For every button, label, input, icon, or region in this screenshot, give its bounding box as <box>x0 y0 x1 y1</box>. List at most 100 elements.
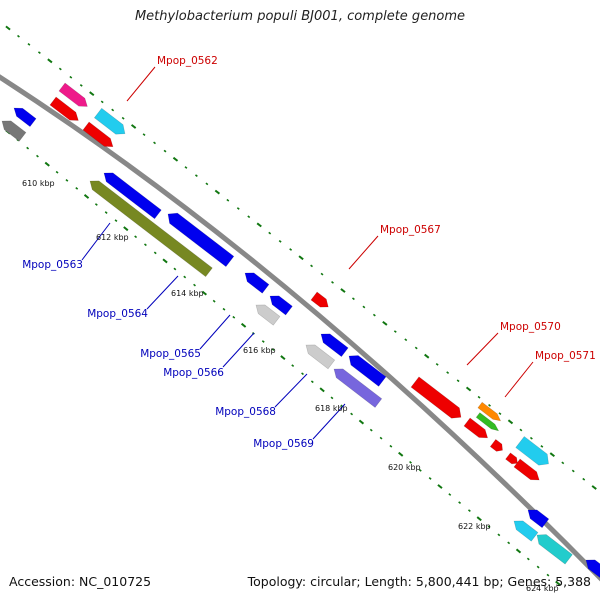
tick-mark-inner <box>232 315 236 319</box>
tick-mark-inner <box>173 267 177 271</box>
tick-mark-outer <box>194 174 198 178</box>
tick-mark-outer <box>540 445 544 448</box>
tick-mark-outer <box>591 485 597 490</box>
leader-line-mpop_0571 <box>504 361 534 398</box>
tick-mark-outer <box>47 58 53 64</box>
tick-mark-outer <box>111 108 115 112</box>
gene-forward-arrow <box>58 82 88 107</box>
tick-mark-inner <box>418 468 422 472</box>
tick-mark-outer <box>58 67 62 71</box>
tick-mark-inner <box>428 477 432 480</box>
tick-mark-inner <box>358 419 365 425</box>
tick-mark-inner <box>389 444 393 448</box>
tick-mark-inner <box>44 161 50 167</box>
tick-mark-inner <box>193 283 196 287</box>
tick-mark-outer <box>549 452 555 458</box>
tick-mark-inner <box>467 509 471 513</box>
tick-mark-inner <box>379 436 383 440</box>
gene-reverse-arrow <box>244 272 270 294</box>
gene-forward-arrow <box>477 401 502 422</box>
gene-label-mpop_0566: Mpop_0566 <box>163 367 224 379</box>
tick-mark-inner <box>123 226 129 232</box>
tick-mark-outer <box>456 379 460 383</box>
gene-features <box>1 82 600 580</box>
genome-backbone <box>0 74 600 582</box>
gene-label-mpop_0564: Mpop_0564 <box>87 308 148 320</box>
gene-forward-arrow <box>515 436 549 466</box>
tick-mark-outer <box>298 255 304 261</box>
gene-reverse-arrow <box>527 509 550 529</box>
tick-mark-outer <box>289 248 293 251</box>
tick-mark-outer <box>89 91 95 97</box>
tick-mark-inner <box>83 194 90 199</box>
tick-mark-inner <box>65 178 69 182</box>
gene-label-mpop_0570: Mpop_0570 <box>500 321 561 333</box>
tick-mark-outer <box>465 386 472 392</box>
tick-mark-inner <box>398 451 404 457</box>
leader-line-mpop_0564 <box>146 275 179 310</box>
tick-mark-outer <box>372 313 376 317</box>
tick-mark-outer <box>498 412 502 415</box>
tick-mark-inner <box>497 533 501 537</box>
gene-reverse-arrow <box>585 559 600 580</box>
tick-mark-outer <box>142 133 146 137</box>
tick-mark-outer <box>519 428 523 432</box>
tick-mark-inner <box>212 299 216 303</box>
tick-mark-outer <box>414 346 418 350</box>
tick-mark-outer <box>331 280 334 284</box>
gene-reverse-arrow <box>167 212 235 268</box>
tick-mark-outer <box>236 207 240 210</box>
tick-mark-outer <box>582 477 586 481</box>
tick-mark-inner <box>310 380 314 384</box>
tick-mark-outer <box>214 189 221 195</box>
tick-mark-outer <box>424 353 430 359</box>
tick-mark-outer <box>477 395 481 399</box>
tick-mark-inner <box>526 557 530 561</box>
gene-reverse-arrow <box>333 368 383 408</box>
gene-reverse-arrow <box>513 520 539 542</box>
tick-mark-outer <box>256 222 262 228</box>
tick-mark-outer <box>100 100 104 104</box>
tick-mark-inner <box>458 501 462 504</box>
leader-line-mpop_0566 <box>222 332 255 368</box>
tick-mark-outer <box>205 182 209 186</box>
tick-mark-outer <box>247 215 251 219</box>
tick-mark-inner <box>36 154 39 158</box>
kbp-tick-label: 612 kbp <box>96 233 129 242</box>
gene-forward-arrow <box>475 412 500 432</box>
tick-mark-inner <box>134 235 138 239</box>
tick-mark-outer <box>340 288 346 293</box>
gene-forward-arrow <box>513 458 540 481</box>
tick-mark-outer <box>5 25 11 31</box>
tick-marks <box>5 25 597 586</box>
leader-line-mpop_0569 <box>312 403 346 440</box>
gene-forward-arrow <box>49 96 79 121</box>
tick-mark-inner <box>183 275 187 279</box>
tick-mark-outer <box>382 320 388 326</box>
tick-mark-inner <box>271 348 275 351</box>
tick-mark-outer <box>37 51 41 54</box>
tick-mark-inner <box>280 355 286 361</box>
gene-forward-arrow <box>410 376 462 419</box>
tick-mark-outer <box>393 330 397 333</box>
gene-reverse-arrow <box>13 107 37 127</box>
tick-mark-inner <box>55 170 59 174</box>
tick-mark-inner <box>201 290 207 296</box>
tick-mark-inner <box>114 219 118 223</box>
tick-mark-inner <box>555 580 561 586</box>
gene-label-mpop_0565: Mpop_0565 <box>140 348 201 360</box>
tick-mark-inner <box>350 412 354 416</box>
tick-mark-inner <box>75 187 79 190</box>
tick-mark-inner <box>104 211 108 214</box>
gene-reverse-arrow <box>320 333 349 358</box>
gene-forward-arrow <box>310 291 329 308</box>
tick-mark-outer <box>446 371 450 374</box>
leader-line-mpop_0567 <box>348 235 379 270</box>
tick-mark-inner <box>240 322 247 328</box>
tick-mark-inner <box>515 548 522 554</box>
leader-line-mpop_0562 <box>126 66 156 102</box>
tick-mark-outer <box>529 436 533 440</box>
tick-mark-outer <box>352 297 355 301</box>
gene-forward-arrow <box>82 121 114 148</box>
